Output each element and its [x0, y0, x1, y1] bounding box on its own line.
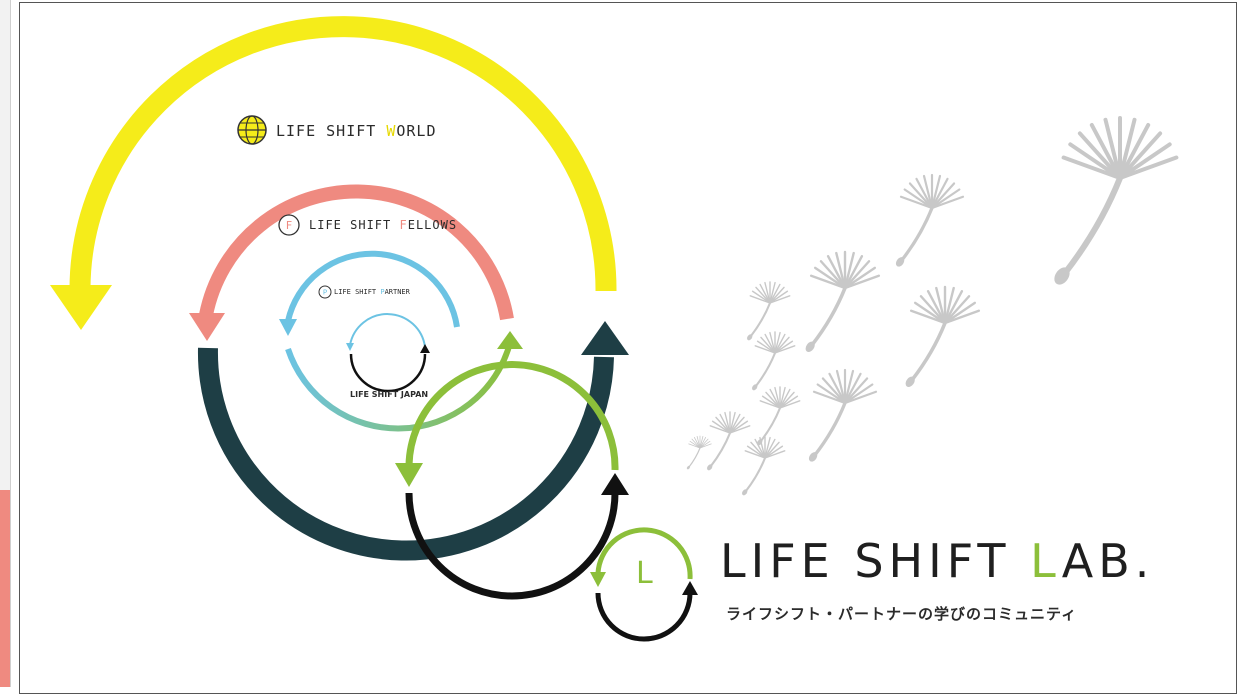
world-label: LIFE SHIFT WORLD [276, 122, 437, 140]
cycle-diagram: F P [50, 16, 1179, 642]
brand-title: LIFE SHIFT LAB. [720, 534, 1155, 588]
svg-text:P: P [323, 289, 327, 297]
logo-green-arc [595, 527, 693, 580]
partner-bottom-arc [285, 342, 513, 432]
dandelion-seed-icon [905, 285, 981, 387]
logo-black-arrowhead [682, 581, 698, 595]
dandelion-seed-icon [742, 436, 786, 496]
fellows-arrowhead [189, 313, 225, 341]
logo-letter: L [636, 556, 653, 591]
dandelion-seed-icon [808, 368, 878, 462]
partner-arrowhead [279, 319, 297, 336]
dandelion-seed-icon [1054, 116, 1179, 285]
dark-teal-arc [197, 347, 614, 561]
partner-label: LIFE SHIFT PARTNER [334, 288, 410, 296]
partner-arc [285, 250, 460, 328]
world-arc [69, 16, 617, 292]
logo-green-arrowhead [590, 572, 606, 587]
fellows-circle-icon: F [278, 214, 300, 236]
japan-bottom-arrowhead [420, 344, 430, 353]
fellows-label: LIFE SHIFT FELLOWS [309, 218, 458, 232]
dark-teal-arrowhead [581, 321, 629, 355]
japan-label: LIFE SHIFT JAPAN [350, 390, 429, 399]
dandelion-seed-icon [747, 281, 791, 341]
dandelion-seed-icon [752, 331, 796, 391]
japan-top-arc [349, 313, 426, 348]
lab-green-arrowhead [395, 463, 423, 487]
partner-circle-icon: P [318, 285, 332, 299]
partner-bottom-arrowhead [497, 331, 523, 349]
lab-green-arc [405, 360, 619, 471]
japan-bottom-arc [349, 353, 427, 393]
dandelion-seeds [686, 116, 1179, 496]
dandelion-seed-icon [686, 435, 712, 470]
world-arrowhead [50, 285, 112, 330]
brand-subtitle: ライフシフト・パートナーの学びのコミュニティ [726, 605, 1078, 623]
globe-icon [237, 115, 267, 145]
left-accent-bar [0, 490, 10, 687]
lab-black-arrowhead [601, 473, 629, 495]
lab-black-arc [405, 492, 619, 600]
dandelion-seed-icon [757, 386, 801, 446]
dandelion-seed-icon [805, 250, 881, 352]
japan-top-arrowhead [346, 343, 354, 351]
left-panel [0, 0, 11, 687]
dandelion-seed-icon [895, 173, 965, 267]
slide: F P LIFE SHIFT WORLD LIFE SHIFT FELLOWS … [19, 2, 1237, 694]
fellows-arc [199, 184, 514, 321]
dandelion-seed-icon [707, 411, 751, 471]
logo-black-arc [595, 592, 693, 642]
svg-text:F: F [286, 219, 292, 232]
